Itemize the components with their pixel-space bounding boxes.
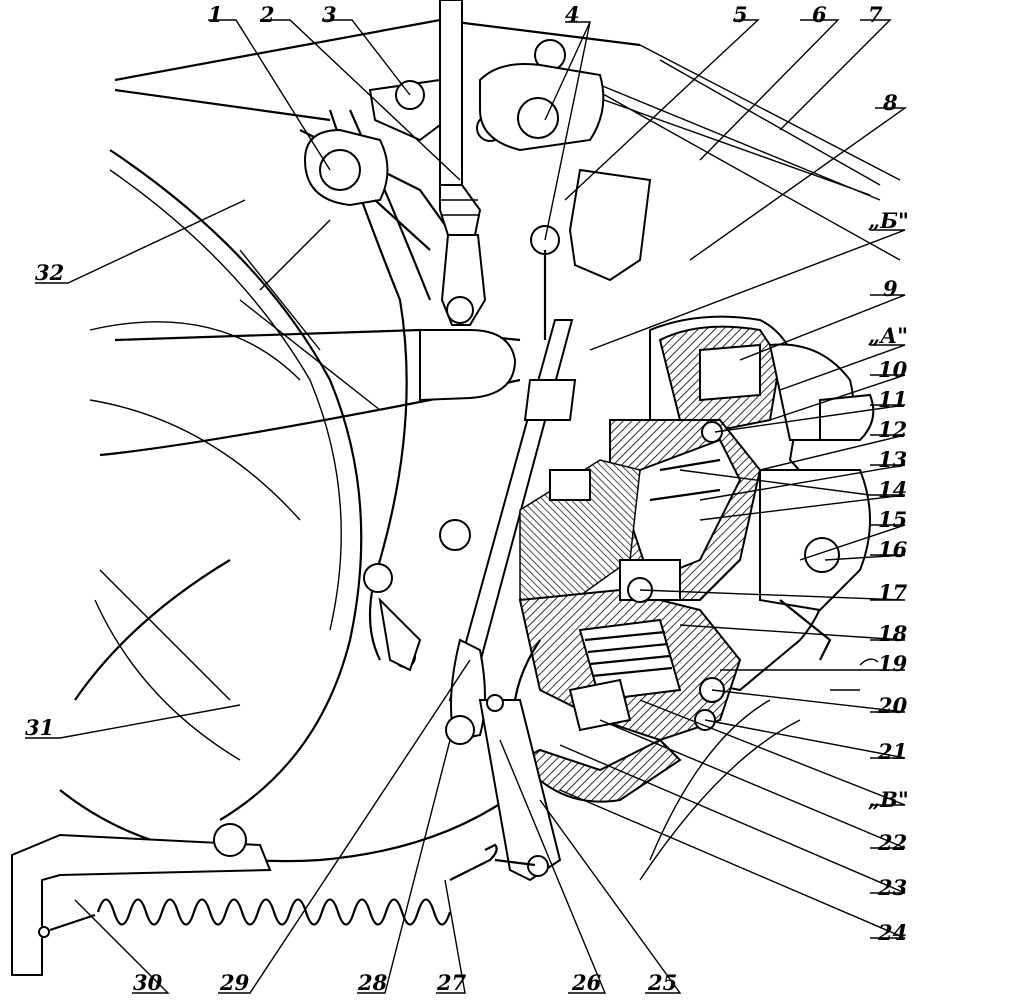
label-8: 8 xyxy=(882,90,898,115)
label-10: 10 xyxy=(878,357,908,382)
label-29: 29 xyxy=(219,970,250,995)
valve-assembly xyxy=(518,559,742,742)
label-6: 6 xyxy=(812,2,827,27)
label-V-cyr: „В" xyxy=(868,787,909,812)
label-32: 32 xyxy=(35,260,64,285)
label-7: 7 xyxy=(868,2,883,27)
label-27: 27 xyxy=(436,970,467,995)
callout-labels: 1 2 3 4 5 6 7 8 „Б" 9 „А" 10 11 12 13 14… xyxy=(25,2,909,995)
bracket-30 xyxy=(11,823,272,976)
label-26: 26 xyxy=(571,970,602,995)
label-13: 13 xyxy=(878,447,907,472)
label-B-cyr: „Б" xyxy=(868,208,909,233)
label-A: „А" xyxy=(868,323,908,348)
label-4: 4 xyxy=(565,2,580,27)
leader-lines xyxy=(25,19,908,994)
label-3: 3 xyxy=(322,2,337,27)
detail-curves xyxy=(639,658,879,881)
lever-1 xyxy=(303,128,431,251)
return-spring xyxy=(49,843,536,932)
label-5: 5 xyxy=(733,2,748,27)
label-11: 11 xyxy=(878,387,907,412)
label-16: 16 xyxy=(878,537,908,562)
label-25: 25 xyxy=(647,970,677,995)
vertical-rod xyxy=(439,0,487,326)
cross-shaft xyxy=(99,328,521,457)
label-28: 28 xyxy=(357,970,388,995)
label-23: 23 xyxy=(877,875,907,900)
label-22: 22 xyxy=(877,830,907,855)
label-9: 9 xyxy=(883,276,898,301)
label-1: 1 xyxy=(208,2,223,27)
bracket-5 xyxy=(530,168,652,340)
label-18: 18 xyxy=(878,621,908,646)
label-31: 31 xyxy=(25,715,54,740)
right-housing xyxy=(759,469,871,661)
label-17: 17 xyxy=(878,580,908,605)
label-20: 20 xyxy=(877,693,908,718)
label-14: 14 xyxy=(878,477,907,502)
label-21: 21 xyxy=(877,739,907,764)
long-rod xyxy=(445,319,577,745)
label-2: 2 xyxy=(259,2,275,27)
bolts xyxy=(363,519,471,672)
label-24: 24 xyxy=(877,920,907,945)
label-12: 12 xyxy=(878,417,907,442)
brake-cylinder xyxy=(519,315,875,692)
label-30: 30 xyxy=(133,970,163,995)
label-19: 19 xyxy=(878,651,908,676)
label-15: 15 xyxy=(878,507,907,532)
top-bracket xyxy=(368,39,605,152)
